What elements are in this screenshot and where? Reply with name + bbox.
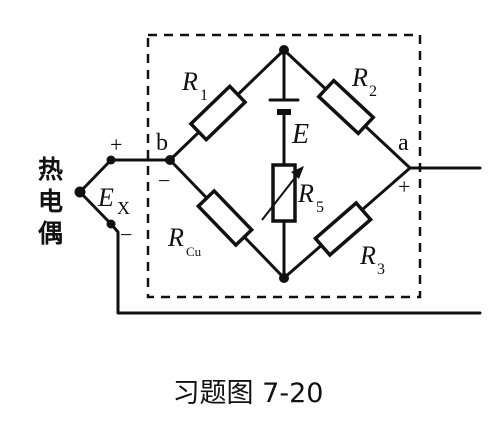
label-r1-sub: 1 bbox=[200, 87, 208, 104]
resistor-r2 bbox=[316, 78, 376, 136]
label-battery-e: E bbox=[291, 119, 309, 150]
thermocouple-wire-lower bbox=[78, 190, 113, 226]
node-top-dot bbox=[279, 45, 289, 55]
label-node-a: a bbox=[398, 130, 409, 156]
resistor-r1 bbox=[188, 83, 248, 143]
label-rcu-main: R bbox=[167, 223, 184, 252]
label-r2-sub: 2 bbox=[369, 83, 377, 100]
bridge-enclosure-dashed bbox=[146, 33, 422, 299]
thermocouple-char-3: 偶 bbox=[38, 219, 63, 248]
label-plus-right: + bbox=[398, 174, 410, 199]
node-b-dot bbox=[165, 155, 175, 165]
label-r3-main: R bbox=[359, 241, 376, 270]
label-r3-sub: 3 bbox=[377, 261, 385, 278]
wire-return-bottom bbox=[109, 222, 482, 315]
label-rcu-sub: Cu bbox=[186, 244, 202, 259]
label-r5-main: R bbox=[297, 179, 314, 208]
label-node-b: b bbox=[156, 130, 168, 156]
thermocouple-wire-upper bbox=[78, 158, 113, 194]
label-r1-main: R bbox=[181, 67, 198, 96]
label-r5-sub: 5 bbox=[316, 199, 324, 216]
label-plus-left: + bbox=[110, 132, 122, 157]
thermocouple-char-1: 热 bbox=[38, 155, 63, 184]
thermocouple-junction bbox=[74, 186, 86, 198]
r5-arrow-head-icon bbox=[291, 166, 304, 179]
label-minus-b: − bbox=[158, 168, 170, 193]
resistor-rcu bbox=[195, 188, 255, 248]
label-ex-main: E bbox=[97, 183, 114, 212]
figure-caption: 习题图 7-20 bbox=[173, 378, 324, 409]
label-ex-sub: X bbox=[117, 198, 130, 218]
label-r2-main: R bbox=[351, 63, 368, 92]
thermocouple-char-2: 电 bbox=[38, 187, 63, 216]
thermocouple bbox=[74, 155, 116, 229]
node-bottom-dot bbox=[279, 273, 289, 283]
label-minus-left: − bbox=[120, 222, 132, 247]
r5-variable-arrow bbox=[261, 169, 302, 221]
resistor-r3 bbox=[312, 200, 374, 258]
